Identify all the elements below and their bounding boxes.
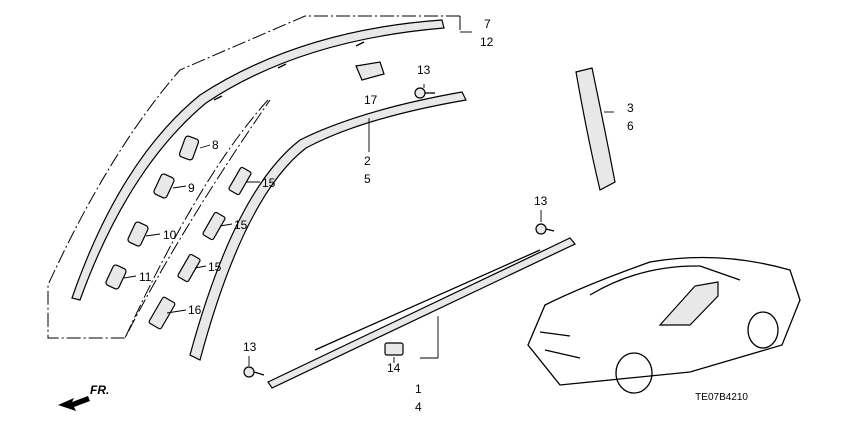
diagram-code: TE07B4210 — [695, 392, 748, 403]
callout-2: 2 — [364, 154, 371, 168]
front-direction-arrow: FR. — [58, 383, 109, 411]
callout-12: 12 — [480, 35, 494, 49]
car-illustration — [527, 256, 801, 394]
clip-16 — [148, 296, 176, 330]
callout-14: 14 — [387, 361, 401, 375]
callout-16: 16 — [188, 303, 202, 317]
roof-molding-7-12 — [71, 19, 445, 301]
callout-3: 3 — [627, 101, 634, 115]
garnish-14 — [384, 342, 404, 356]
callout-6: 6 — [627, 119, 634, 133]
callout-15-b: 15 — [234, 218, 248, 232]
clip-8 — [178, 135, 200, 161]
callout-10: 10 — [163, 228, 177, 242]
front-label: FR. — [90, 383, 109, 397]
screw-13-top — [414, 87, 435, 99]
bracket-17 — [355, 61, 385, 81]
callout-8: 8 — [212, 138, 219, 152]
group-outline-15-16 — [124, 99, 269, 339]
leader-lines — [123, 31, 614, 366]
callout-15-a: 15 — [262, 176, 276, 190]
callout-7: 7 — [484, 17, 491, 31]
callout-9: 9 — [188, 181, 195, 195]
screw-13-mid — [535, 223, 555, 235]
clip-15-a — [228, 166, 252, 196]
callout-13-bottom: 13 — [243, 340, 257, 354]
clip-11 — [105, 264, 127, 290]
drip-molding-2-5 — [189, 91, 467, 361]
callout-1: 1 — [415, 382, 422, 396]
screw-13-bottom — [243, 366, 265, 378]
callout-4: 4 — [415, 400, 422, 414]
group-outline-7-12 — [47, 15, 461, 339]
callout-15-c: 15 — [208, 260, 222, 274]
callout-13-top: 13 — [417, 63, 431, 77]
clip-15-b — [202, 211, 226, 241]
pillar-garnish-3-6 — [575, 67, 616, 191]
callout-13-mid: 13 — [534, 194, 548, 208]
callout-11: 11 — [139, 270, 152, 284]
callout-17: 17 — [364, 93, 378, 107]
belt-molding-1-4 — [267, 237, 576, 389]
clip-10 — [127, 221, 149, 247]
clip-15-c — [177, 253, 201, 283]
clip-9 — [153, 173, 175, 199]
callout-5: 5 — [364, 172, 371, 186]
